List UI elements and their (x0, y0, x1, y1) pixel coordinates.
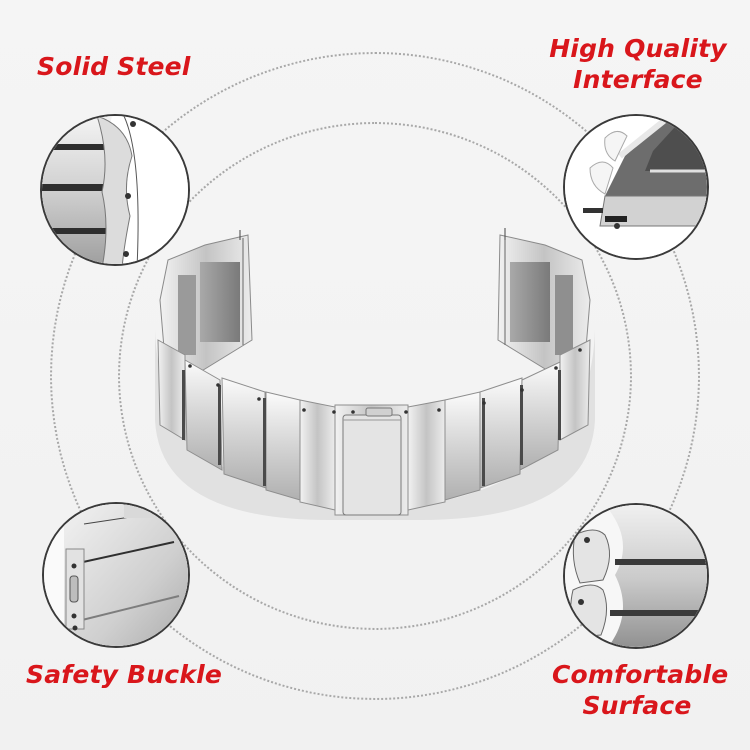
deployment-buckle (342, 407, 402, 516)
label-solid-steel: Solid Steel (37, 51, 191, 82)
label-high-quality-line1: High Quality (549, 34, 727, 63)
detail-circle-high-quality-interface (563, 114, 709, 260)
left-strap-end (159, 230, 253, 373)
label-comfortable-line1: Comfortable (552, 660, 729, 689)
detail-circle-safety-buckle (42, 502, 190, 648)
detail-circle-solid-steel (40, 114, 190, 266)
bracelet-links (157, 339, 591, 516)
link-pins (188, 348, 582, 414)
solid-steel-link-closeup (42, 116, 188, 264)
comfortable-surface-closeup (565, 505, 707, 647)
label-safety-buckle-text: Safety Buckle (26, 660, 223, 689)
label-safety-buckle: Safety Buckle (26, 659, 222, 690)
label-high-quality-interface: High Quality Interface (548, 33, 728, 95)
detail-circle-comfortable-surface (563, 503, 709, 649)
label-interface-line2: Interface (573, 65, 703, 94)
outer-dotted-ring (50, 52, 700, 700)
inner-dotted-ring (118, 122, 632, 630)
label-surface-line2: Surface (582, 691, 692, 720)
link-gaps (182, 370, 561, 486)
interface-spring-bar-closeup (565, 116, 707, 258)
label-solid-steel-text: Solid Steel (37, 52, 191, 81)
right-strap-end (497, 228, 591, 373)
label-comfortable-surface: Comfortable Surface (552, 659, 729, 721)
safety-buckle-closeup (44, 504, 188, 646)
